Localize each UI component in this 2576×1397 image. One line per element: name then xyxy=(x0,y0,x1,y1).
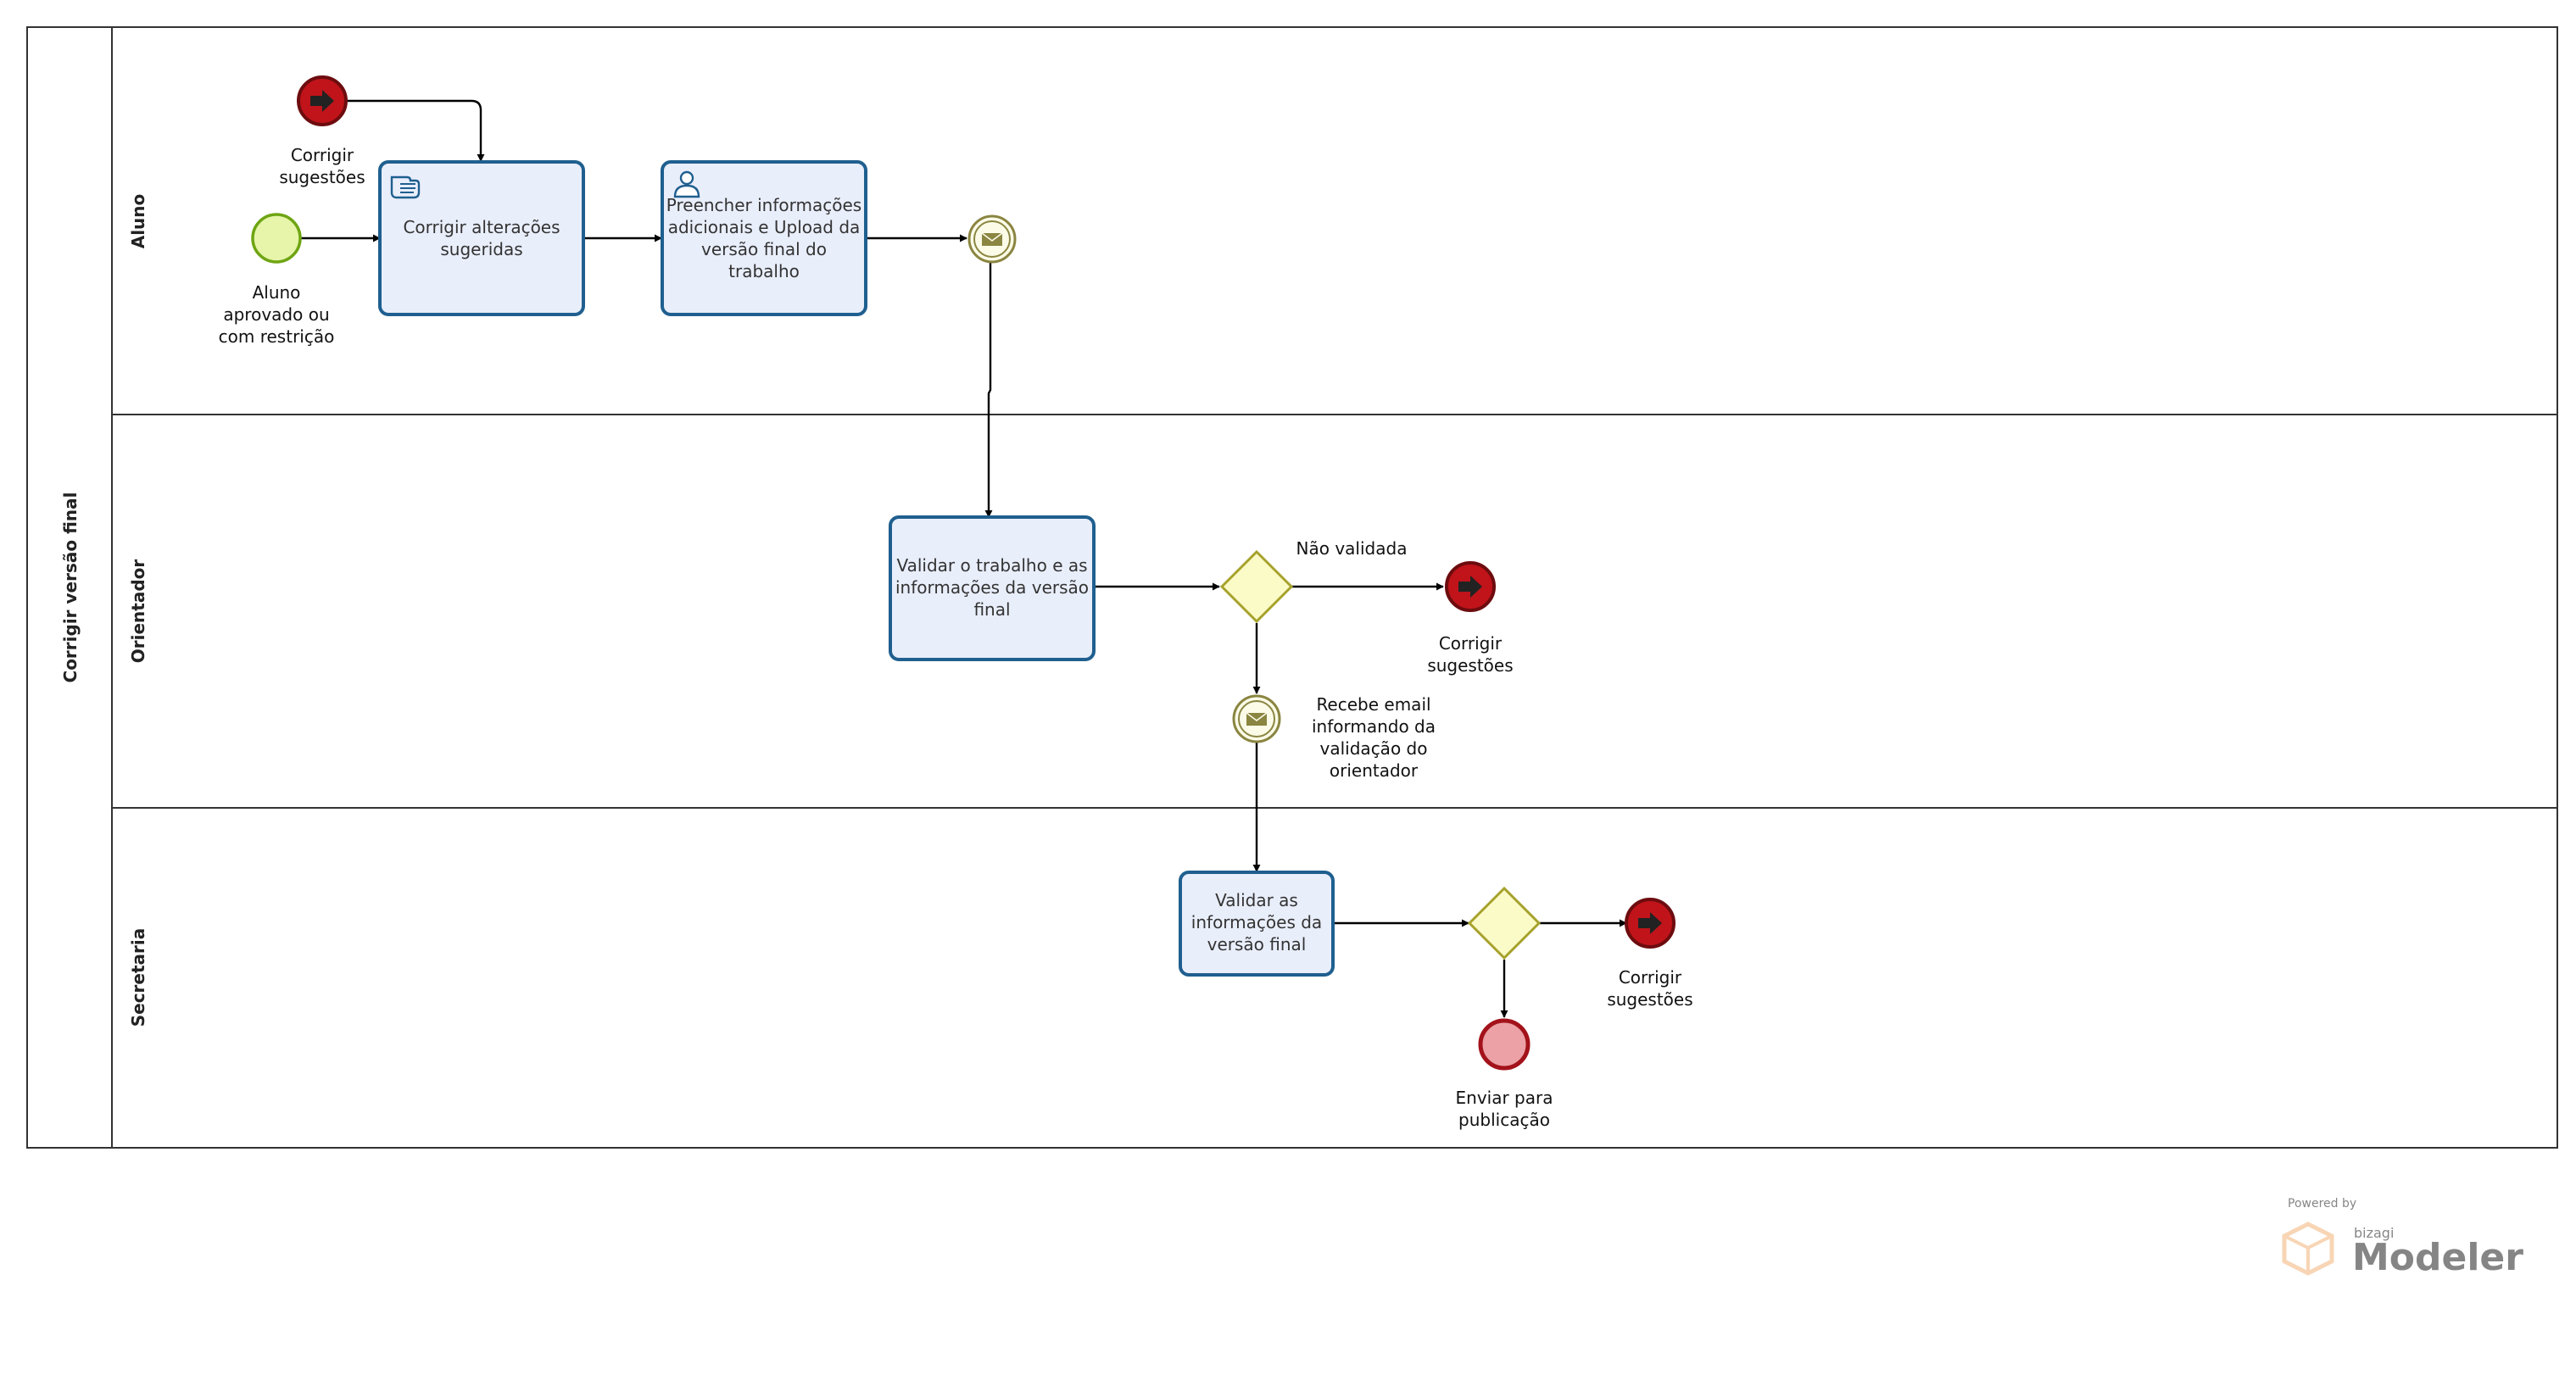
message-event-inner xyxy=(1238,700,1275,737)
task-label-line: trabalho xyxy=(728,261,800,281)
gateway-diamond[interactable] xyxy=(1467,886,1542,960)
link-event-corrigir-sugestoes-orientador[interactable]: Corrigir sugestões xyxy=(1427,561,1514,676)
task-label-line: Preencher informações xyxy=(666,195,861,215)
message-event-inner xyxy=(973,220,1011,258)
event-label-line: Corrigir xyxy=(1439,633,1503,654)
link-arrow-icon xyxy=(1458,576,1482,598)
bizagi-cube-icon xyxy=(2282,1222,2334,1276)
event-label-line: sugestões xyxy=(1427,655,1513,676)
task-preencher-informacoes[interactable]: Preencher informações adicionais e Uploa… xyxy=(661,160,867,316)
flow-label-nao-validada: Não validada xyxy=(1296,538,1408,559)
event-label-line: validação do xyxy=(1320,738,1428,759)
watermark-brand: bizagi xyxy=(2354,1225,2394,1241)
task-corrigir-alteracoes[interactable]: Corrigir alterações sugeridas xyxy=(378,160,585,316)
event-label-line: aprovado ou xyxy=(223,304,329,325)
sequence-flows xyxy=(300,99,1627,1018)
watermark-powered: Powered by xyxy=(2288,1197,2356,1211)
start-event-circle[interactable] xyxy=(251,213,302,264)
lane-label-secretaria: Secretaria xyxy=(128,928,148,1027)
task-box[interactable] xyxy=(1179,871,1335,977)
event-label-line: Aluno xyxy=(253,282,301,303)
event-label-line: orientador xyxy=(1330,760,1419,781)
event-label-line: Recebe email xyxy=(1316,694,1430,715)
task-label-line: sugeridas xyxy=(440,239,522,259)
link-event-corrigir-sugestoes-top[interactable]: Corrigir sugestões xyxy=(279,75,365,187)
task-box[interactable] xyxy=(889,515,1096,661)
pool-label: Corrigir versão final xyxy=(60,493,81,683)
envelope-icon xyxy=(1246,712,1268,726)
event-label-line: com restrição xyxy=(219,326,335,347)
task-label-line: informações da xyxy=(1191,912,1322,932)
link-arrow-icon xyxy=(310,90,334,112)
envelope-icon xyxy=(981,232,1003,246)
flow-email-to-validar-trabalho xyxy=(984,263,993,518)
intermediate-message-event-orientador[interactable]: Recebe email informando da validação do … xyxy=(1232,694,1436,781)
task-label-line: adicionais e Upload da xyxy=(668,217,861,237)
end-event-circle[interactable] xyxy=(1478,1018,1531,1071)
exclusive-gateway-orientador[interactable] xyxy=(1219,549,1294,624)
task-label-line: versão final xyxy=(1207,934,1307,955)
start-event-aluno-aprovado[interactable]: Aluno aprovado ou com restrição xyxy=(219,213,335,347)
task-label-line: final xyxy=(973,599,1010,620)
user-task-person-icon xyxy=(673,170,700,198)
lanes: Aluno Orientador Secretaria xyxy=(112,194,2557,1027)
end-event-enviar-publicacao[interactable]: Enviar para publicação xyxy=(1456,1018,1553,1130)
link-arrow-icon xyxy=(1638,912,1662,934)
event-label-line: Corrigir xyxy=(291,145,354,165)
task-label-line: versão final do xyxy=(701,239,827,259)
event-label-line: publicação xyxy=(1458,1110,1550,1130)
pool-border xyxy=(26,26,2558,1149)
lane-label-orientador: Orientador xyxy=(128,559,148,664)
task-validar-trabalho[interactable]: Validar o trabalho e as informações da v… xyxy=(889,515,1096,661)
task-box[interactable] xyxy=(378,160,585,316)
manual-task-hand-icon xyxy=(390,175,421,199)
link-event-corrigir-sugestoes-secretaria[interactable]: Corrigir sugestões xyxy=(1607,898,1693,1010)
task-label-line: informações da versão xyxy=(895,577,1089,598)
task-label-line: Corrigir alterações xyxy=(403,217,560,237)
gateway-diamond[interactable] xyxy=(1219,549,1294,624)
flow-link-to-corrigir xyxy=(346,99,485,162)
event-label-line: informando da xyxy=(1312,716,1436,737)
event-label-line: sugestões xyxy=(279,167,365,187)
exclusive-gateway-secretaria[interactable] xyxy=(1467,886,1542,960)
task-label-line: Validar as xyxy=(1215,890,1298,910)
bizagi-watermark: Powered by bizagi Modeler xyxy=(2282,1197,2523,1279)
lane-label-aluno: Aluno xyxy=(128,194,148,249)
event-label-line: Corrigir xyxy=(1619,967,1682,988)
task-label-line: Validar o trabalho e as xyxy=(896,555,1087,576)
pool: Corrigir versão final xyxy=(26,26,2558,1149)
task-box[interactable] xyxy=(661,160,867,316)
watermark-product: Modeler xyxy=(2352,1236,2523,1279)
task-validar-informacoes[interactable]: Validar as informações da versão final xyxy=(1179,871,1335,977)
intermediate-message-event-aluno[interactable] xyxy=(967,214,1017,264)
event-label-line: Enviar para xyxy=(1456,1088,1553,1108)
event-label-line: sugestões xyxy=(1607,989,1692,1010)
